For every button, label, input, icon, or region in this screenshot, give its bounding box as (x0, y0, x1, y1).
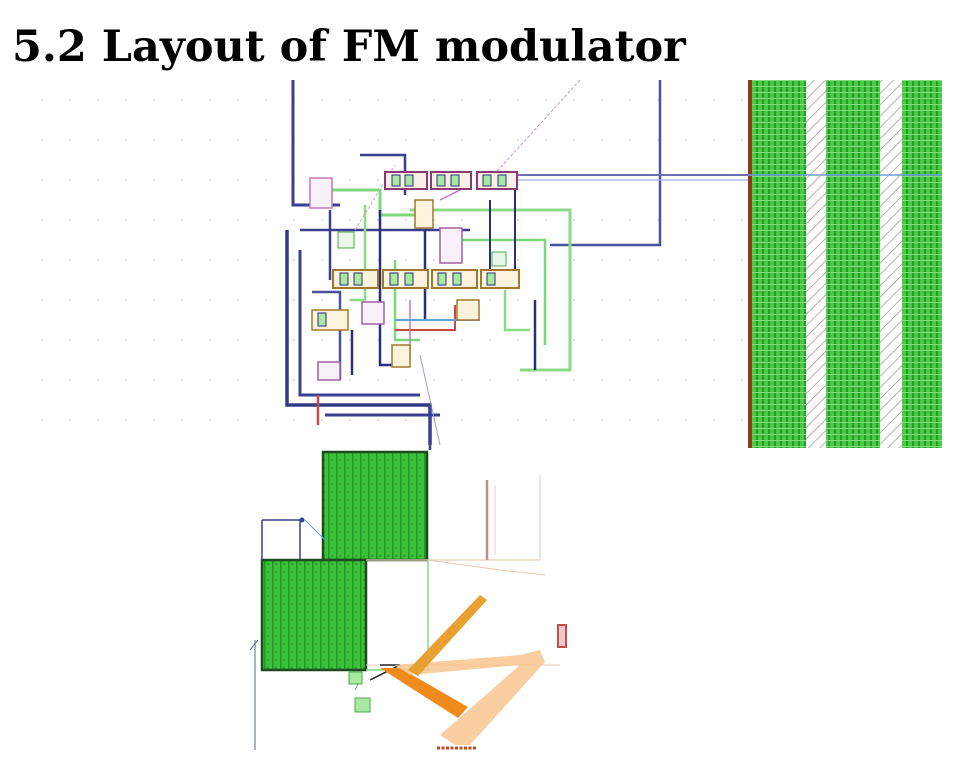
connect-wires (304, 405, 432, 541)
capacitor-array-right (748, 80, 942, 448)
cell-row-top (384, 171, 518, 190)
cell-misc (309, 177, 507, 381)
poly-resistors (380, 595, 567, 750)
standard-cells (309, 171, 520, 381)
cell-row-middle (332, 269, 520, 289)
small-pads (348, 671, 371, 713)
page-title: 5.2 Layout of FM modulator (12, 22, 686, 72)
inductor-squares (260, 450, 429, 672)
